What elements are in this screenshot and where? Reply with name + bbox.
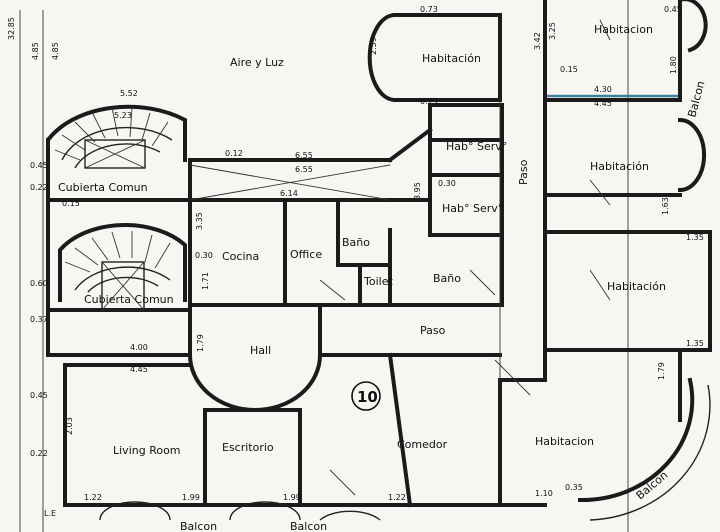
edge-label-side: 4.85	[31, 42, 40, 60]
label-aire-luz: Aire y Luz	[230, 56, 284, 69]
dim: 0.22	[30, 449, 48, 458]
dim: 5.52	[120, 89, 138, 98]
label-hab-serv-1: Hab° Serv°	[446, 140, 507, 153]
dim: 3.95	[413, 182, 422, 200]
dim: 4.30	[594, 85, 612, 94]
dim: 0.45	[30, 161, 48, 170]
dim: 6.55	[295, 151, 313, 160]
dim: 4.00	[130, 343, 148, 352]
dim: 1.99	[182, 493, 200, 502]
dim: 1.63	[661, 197, 670, 215]
edge-label-total: 32.85	[7, 17, 16, 40]
dim: 0.73	[420, 97, 438, 106]
label-habitacion-top: Habitación	[422, 52, 481, 65]
dim: 0.35	[565, 483, 583, 492]
label-hall: Hall	[250, 344, 271, 357]
dim: 3.25	[548, 22, 557, 40]
dim: 0.12	[225, 149, 243, 158]
dim: 1.99	[283, 493, 301, 502]
margin-lines	[19, 0, 629, 532]
label-habitacion-r2: Habitación	[590, 160, 649, 173]
dim: 2.03	[65, 417, 74, 435]
label-habitacion-tr: Habitacion	[594, 23, 653, 36]
label-toilet: Toilet	[363, 275, 393, 288]
label-cocina: Cocina	[222, 250, 259, 263]
label-paso-2: Paso	[517, 159, 530, 185]
label-escritorio: Escritorio	[222, 441, 274, 454]
svg-text:10: 10	[357, 388, 378, 406]
construction-lines	[189, 19, 611, 496]
label-paso-1: Paso	[420, 324, 446, 337]
label-hab-serv-2: Hab° Serv°	[442, 202, 503, 215]
dim: 1.35	[686, 233, 704, 242]
dim: 1.10	[535, 489, 553, 498]
dim: 4.45	[130, 365, 148, 374]
label-balcon-3: Balcon	[180, 520, 217, 532]
dim: 0.15	[560, 65, 578, 74]
dim: 4.45	[594, 99, 612, 108]
dim: 1.80	[669, 56, 678, 74]
dim: 3.35	[195, 212, 204, 230]
plan-number-badge: 10	[351, 381, 381, 411]
label-habitacion-br: Habitacion	[535, 435, 594, 448]
label-balcon-1: Balcon	[685, 80, 707, 119]
dim: 0.30	[438, 179, 456, 188]
dim: 0.45	[30, 391, 48, 400]
dim: 1.22	[388, 493, 406, 502]
dim: 0.60	[30, 279, 48, 288]
label-habitacion-r3: Habitación	[607, 280, 666, 293]
dim: 6.55	[295, 165, 313, 174]
dim: 0.22	[30, 183, 48, 192]
dim: 1.79	[196, 334, 205, 352]
dim: 0.15	[62, 199, 80, 208]
dim: 6.14	[280, 189, 298, 198]
dim: 2.59	[369, 37, 378, 55]
curves	[46, 0, 711, 521]
dim: 0.30	[195, 251, 213, 260]
stair-hatch	[54, 107, 171, 311]
label-balcon-4: Balcon	[290, 520, 327, 532]
dim: 1.71	[201, 272, 210, 290]
dim: 0.37	[30, 315, 48, 324]
dim: 3.42	[533, 32, 542, 50]
edge-label-le: L.E	[44, 509, 56, 518]
dim: 0.45	[664, 5, 682, 14]
dim: 5.23	[114, 111, 132, 120]
label-comedor: Comedor	[397, 438, 448, 451]
dim: 1.22	[84, 493, 102, 502]
dim: 1.79	[657, 362, 666, 380]
label-bano-2: Baño	[433, 272, 461, 285]
label-living: Living Room	[113, 444, 181, 457]
highlight-outline[interactable]	[543, 0, 682, 98]
label-bano-1: Baño	[342, 236, 370, 249]
dimensions: 5.52 5.23 6.55 6.55 6.14 4.00 4.45 4.30 …	[30, 5, 704, 502]
dim: 0.73	[420, 5, 438, 14]
label-cubierta-comun-1: Cubierta Comun	[58, 181, 148, 194]
dim: 1.35	[686, 339, 704, 348]
dim: 4.85	[51, 42, 60, 60]
edge-labels: 32.85 4.85 L.E	[7, 17, 56, 518]
label-office: Office	[290, 248, 322, 261]
label-cubierta-comun-2: Cubierta Comun	[84, 293, 174, 306]
